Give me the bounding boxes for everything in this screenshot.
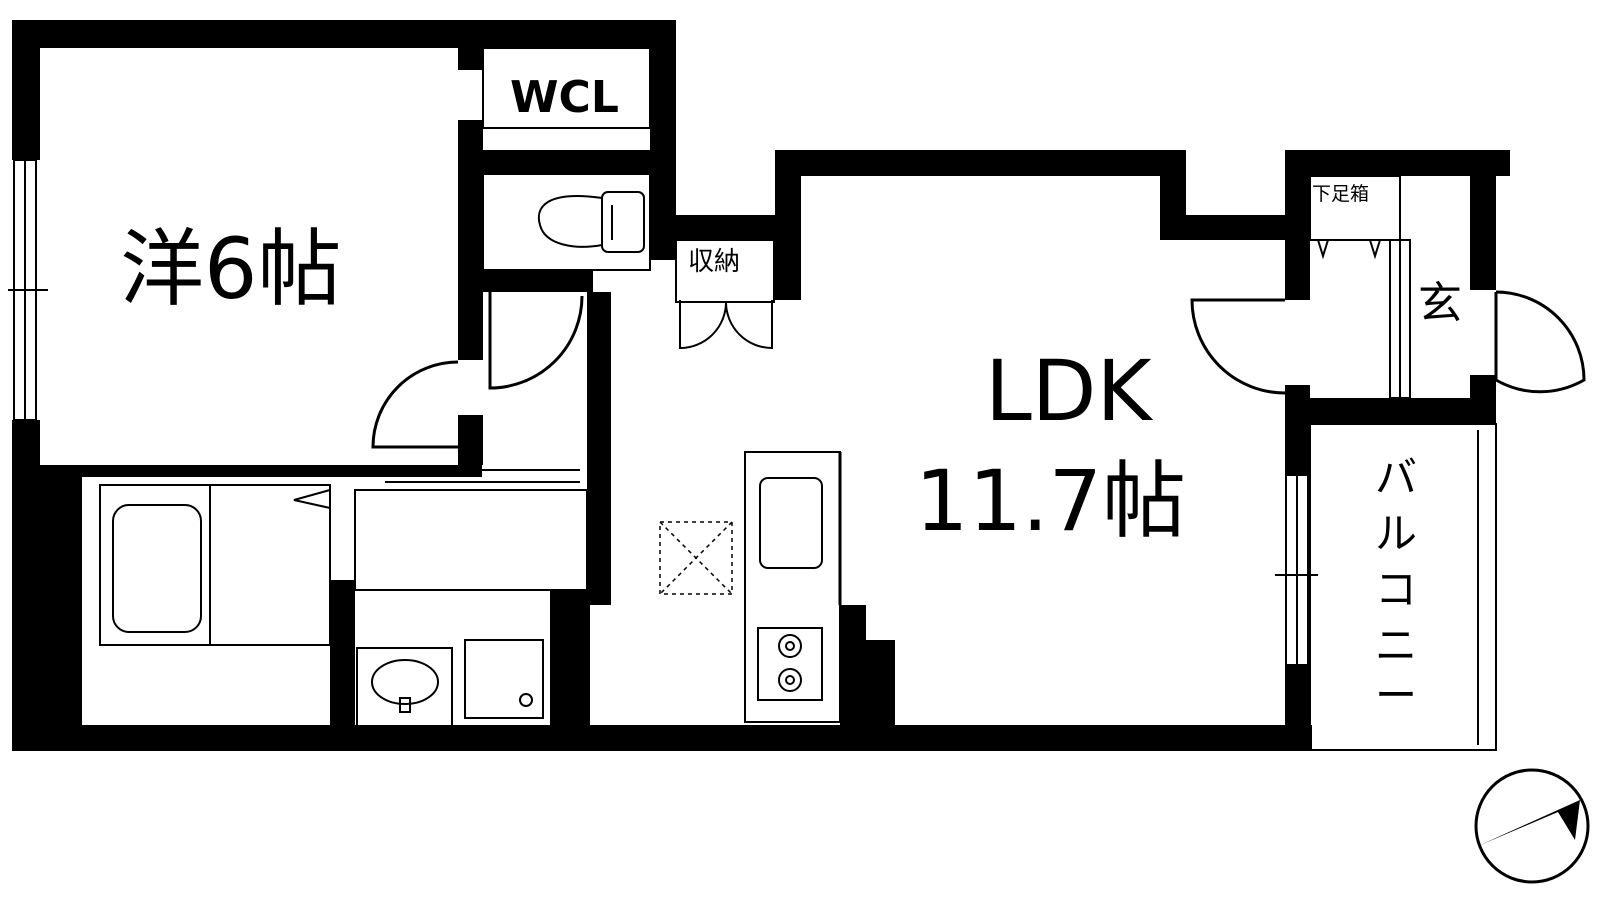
balcony (1309, 423, 1497, 751)
ldk-label: LDK (985, 342, 1153, 440)
storage-label: 収納 (688, 247, 740, 277)
doors (371, 290, 1586, 449)
north-arrow-icon (1474, 768, 1590, 884)
svg-text:バ: バ (1375, 453, 1417, 502)
balcony-label: バ ル コ ニ ー (1375, 453, 1417, 720)
western-room-label: 洋6帖 (120, 220, 341, 318)
washroom (354, 489, 588, 731)
svg-text:ニ: ニ (1375, 621, 1417, 670)
svg-text:ル: ル (1375, 509, 1417, 558)
storage-closet (675, 239, 775, 303)
entrance-label: 玄 (1418, 278, 1462, 329)
sliding-partition (385, 469, 580, 483)
shoe-box-label: 下足箱 (1312, 183, 1369, 205)
windows (8, 159, 1318, 666)
entrance-area (1309, 175, 1411, 399)
refrigerator-space (659, 521, 733, 595)
kitchen-counter (744, 451, 842, 723)
svg-text:ー: ー (1375, 671, 1417, 720)
bathtub (99, 484, 331, 646)
ldk-size-label: 11.7帖 (915, 452, 1186, 550)
walls (12, 20, 1510, 751)
walk-in-closet (482, 47, 651, 129)
svg-text:コ: コ (1375, 565, 1417, 614)
toilet (482, 173, 651, 271)
wcl-label: WCL (510, 72, 619, 123)
